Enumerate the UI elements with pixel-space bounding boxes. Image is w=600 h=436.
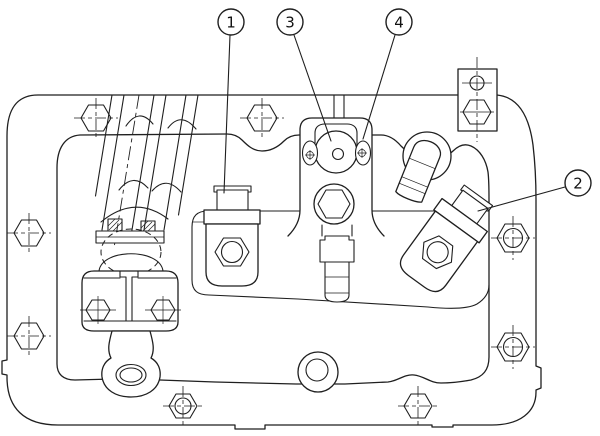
lever-line — [101, 94, 125, 231]
balloon-circle — [564, 169, 592, 197]
drain-ear — [101, 330, 161, 398]
balloon-label: 1 — [226, 14, 236, 32]
lever-line — [94, 94, 113, 197]
switch2-body — [399, 210, 479, 293]
callout-balloon-1: 1 — [217, 8, 245, 36]
switch1-collar — [203, 209, 261, 225]
ear-hole-inner — [119, 367, 143, 383]
balloon-label: 4 — [394, 14, 404, 32]
bracket-bolt-right — [145, 296, 181, 324]
bolt-crosshair — [74, 98, 118, 138]
plunger-neck — [321, 224, 353, 237]
bolt-crosshair — [7, 316, 51, 356]
bolt-crosshair — [163, 386, 203, 426]
balloon-label: 2 — [573, 175, 583, 193]
bolt-crosshair — [491, 216, 535, 260]
bolt-crosshair — [80, 296, 116, 324]
lever-cross-arc — [167, 119, 197, 130]
sensor-mount-ear-right — [354, 140, 372, 166]
lever-line — [177, 94, 199, 216]
lever-bracket — [80, 270, 181, 332]
tower-stem — [333, 94, 345, 119]
lever-cross-arc — [118, 179, 149, 191]
sensor-arch — [314, 123, 358, 151]
lever-cross-arc — [125, 115, 154, 127]
ball-dome-arc — [98, 253, 164, 272]
lever-line — [130, 94, 155, 234]
ear-screw-cross — [357, 148, 367, 158]
callout-2-leader — [477, 186, 566, 212]
hex-bolt-right-upper — [491, 216, 535, 260]
corner-boss-block — [457, 57, 498, 142]
bracket-body — [81, 270, 179, 332]
tower-outline — [287, 117, 385, 237]
lever-line — [142, 94, 167, 234]
hex-bolt-right-lower — [491, 325, 535, 369]
hex-bolt-left-lower — [7, 316, 51, 356]
hex-bolt-bottom-right — [398, 386, 438, 426]
sensor-mount-ear-left — [301, 140, 319, 166]
switch1-cap — [216, 189, 249, 212]
breather-plug — [395, 139, 442, 203]
balloon-circle — [276, 8, 304, 36]
inner-plateau-contour — [56, 133, 490, 385]
callout-balloons: 1 2 3 4 — [217, 8, 592, 197]
switch1-hex — [214, 237, 250, 267]
lever-dome-arc — [100, 206, 169, 223]
switch-2 — [399, 184, 494, 293]
switch1-body — [205, 223, 259, 287]
lever-cross-arc — [151, 182, 182, 193]
sensor-boss-circle — [314, 130, 358, 174]
hex-bolt-bottom-left — [163, 386, 203, 426]
lever-line — [163, 94, 187, 231]
plunger-bands — [325, 276, 349, 294]
breather-bands — [399, 157, 436, 195]
switch2-port — [426, 241, 449, 264]
pad-bottom-edge — [191, 279, 490, 309]
bolt-crosshair — [491, 325, 535, 369]
bolt-crosshair — [398, 386, 438, 426]
bottom-boss — [297, 351, 339, 393]
callout-balloon-4: 4 — [385, 8, 413, 36]
balloon-circle — [385, 8, 413, 36]
bracket-bolt-left — [80, 296, 116, 324]
ear-screw-cross — [305, 150, 315, 160]
center-tower — [287, 94, 385, 303]
hex-bolt-top-mid — [240, 98, 284, 138]
callout-3-leader — [293, 34, 332, 142]
ear-hole-outer — [115, 363, 147, 387]
perimeter-bolts — [7, 98, 535, 426]
hatch-lines — [107, 218, 123, 233]
boss-inner — [305, 358, 329, 382]
bolt-crosshair — [7, 213, 51, 253]
callout-balloon-3: 3 — [276, 8, 304, 36]
gear-shift-lever — [94, 94, 199, 249]
plunger-body — [324, 261, 350, 303]
switch1-port — [220, 240, 244, 264]
hex-bolt-top-left — [74, 98, 118, 138]
hex-bolt — [168, 393, 198, 419]
hex-bolt-left-upper — [7, 213, 51, 253]
callout-leaders — [223, 34, 566, 212]
balloon-circle — [217, 8, 245, 36]
bracket-stem — [119, 270, 139, 322]
switch-1 — [203, 185, 261, 287]
plunger-head — [319, 235, 355, 263]
switch2-hex — [421, 235, 454, 270]
callout-balloon-2: 2 — [564, 169, 592, 197]
bolt-crosshair — [145, 296, 181, 324]
sensor-center-hole — [331, 147, 345, 161]
hex-bolt — [403, 393, 433, 419]
callout-4-leader — [362, 34, 396, 140]
hex-plug — [317, 189, 351, 219]
breather-assembly — [395, 131, 452, 203]
boss-outer — [297, 351, 339, 393]
callout-1-leader — [223, 34, 231, 194]
bolt-crosshair — [240, 98, 284, 138]
balloon-label: 3 — [285, 14, 295, 32]
